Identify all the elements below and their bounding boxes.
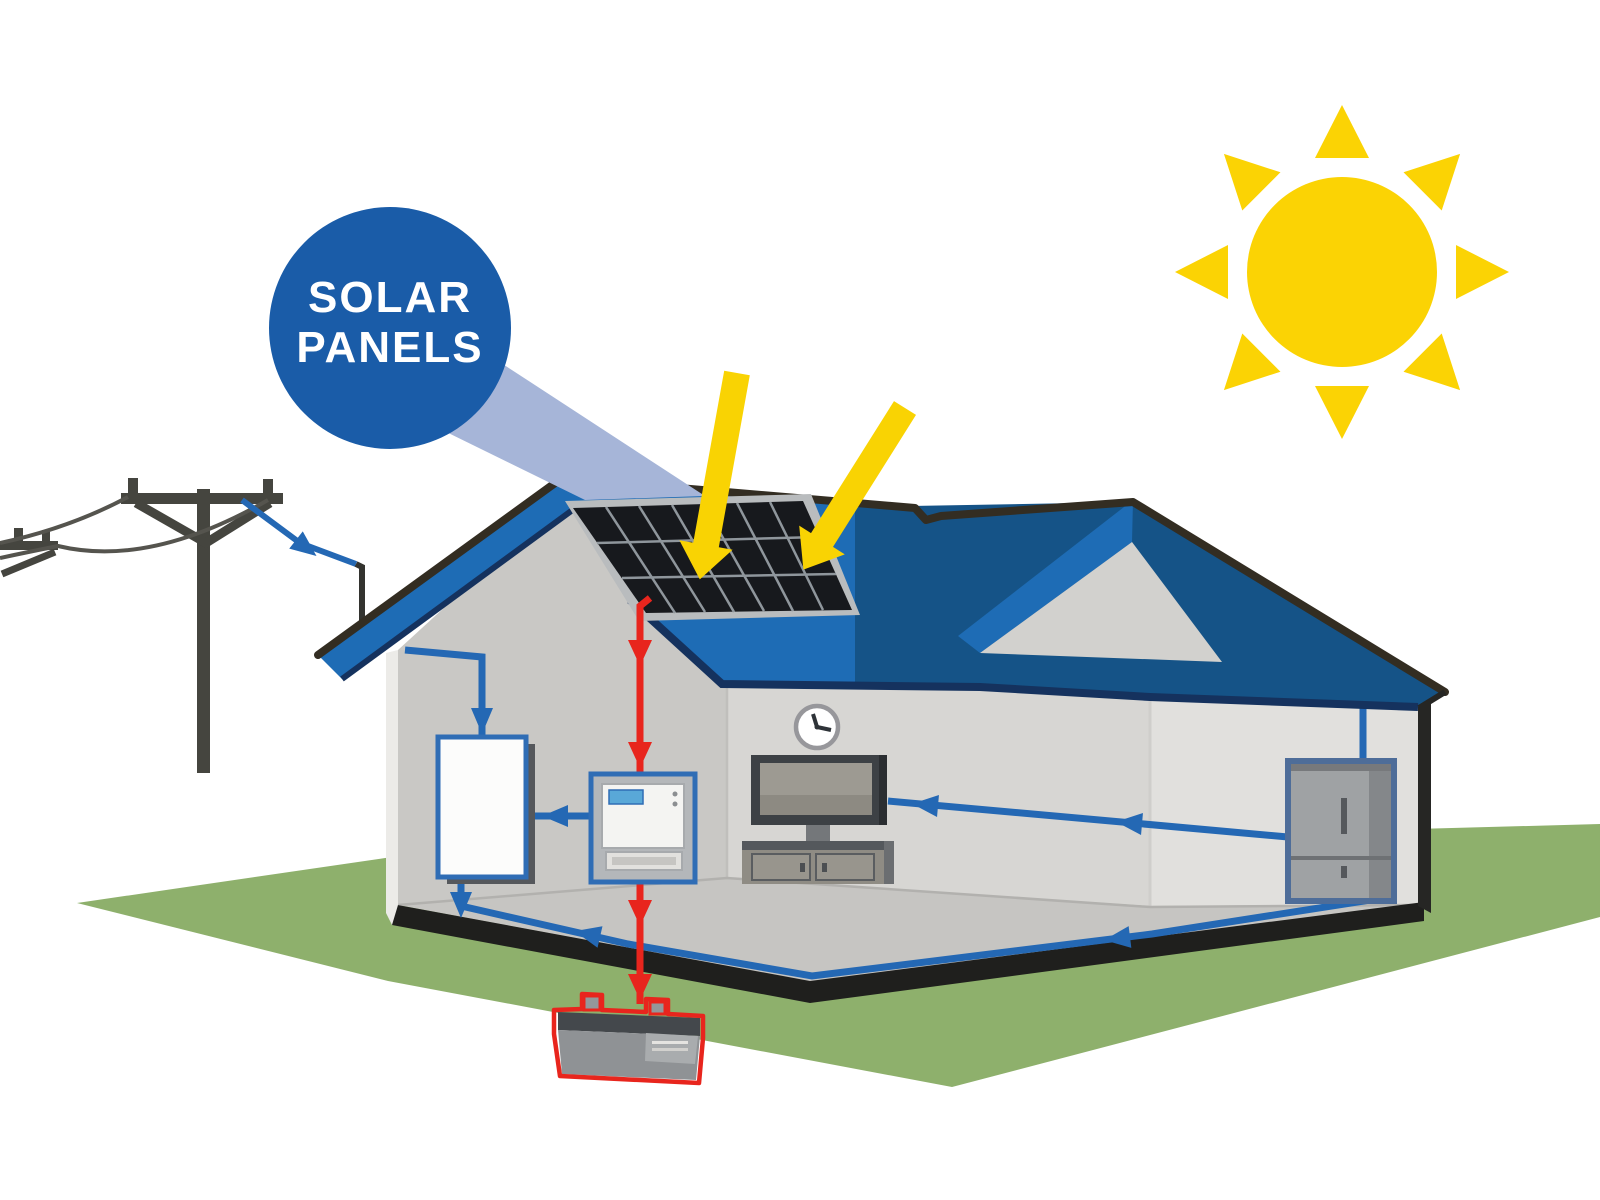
tv-cabinet-side xyxy=(884,841,894,884)
battery-top xyxy=(558,1012,700,1036)
fridge-divider xyxy=(1291,856,1391,860)
fridge xyxy=(1285,758,1397,904)
roof-eave-edge xyxy=(627,597,1419,711)
tv-cabinet-handle-left xyxy=(800,863,805,872)
battery-terminal-right xyxy=(648,1000,667,1016)
fridge-side xyxy=(1369,764,1391,898)
back-gable-barge xyxy=(958,500,1133,653)
power-pole xyxy=(0,478,283,773)
dc-arrow-2 xyxy=(628,742,652,768)
wall-arrow-2 xyxy=(1116,813,1143,835)
sun-ray-nw xyxy=(1223,153,1281,211)
inverter-led-1 xyxy=(672,791,678,797)
inlet-arrow xyxy=(471,708,493,734)
floor xyxy=(398,878,1419,982)
inverter-vent-slot xyxy=(612,857,676,865)
sun-core xyxy=(1247,177,1437,367)
pole2-crossbar xyxy=(0,541,58,550)
tv-screen-shade xyxy=(760,795,872,815)
pole-peg-right xyxy=(263,479,273,494)
fridge-door-handle xyxy=(1341,798,1347,834)
clock-center-dot xyxy=(814,724,820,730)
roof-left-band-edge xyxy=(340,503,580,682)
dc-arrow-3 xyxy=(628,900,652,926)
fridge-drawer-handle xyxy=(1341,866,1347,878)
dc-arrow-4 xyxy=(628,974,652,1000)
inverter-led-2 xyxy=(672,801,678,807)
tv-frame-side xyxy=(879,755,887,825)
service-wire-arrow xyxy=(289,531,317,557)
sun-ray-n xyxy=(1315,105,1369,158)
ac-wire-wall xyxy=(887,795,1289,841)
ac-wire-inlet xyxy=(404,646,493,740)
sun-ray-arrow-2 xyxy=(799,401,916,570)
pole-mast xyxy=(197,489,210,773)
power-lines xyxy=(0,495,269,560)
roof-right-eave-return xyxy=(1417,689,1447,711)
sun-ray-ne xyxy=(1403,153,1461,211)
sun-ray-s xyxy=(1315,386,1369,439)
tv-cabinet-top xyxy=(742,841,894,850)
sun-ray-w xyxy=(1175,245,1228,299)
pole2-brace xyxy=(0,548,57,578)
ac-wire-floor xyxy=(450,879,1397,980)
left-wall-edge xyxy=(386,650,398,925)
back-gable-wall xyxy=(980,542,1222,662)
power-line-upper xyxy=(0,495,129,545)
sun-ray-arrow-1 xyxy=(679,370,750,580)
wall-clock xyxy=(793,703,841,751)
pole-crossbar xyxy=(121,493,283,504)
solar-panels-callout: SOLAR PANELS xyxy=(269,207,511,449)
battery-label-line-1 xyxy=(652,1041,688,1044)
inverter-screen xyxy=(608,789,644,805)
wall-arrow-1 xyxy=(912,795,939,817)
switchboard xyxy=(435,734,535,884)
pole2-peg2 xyxy=(42,530,50,542)
house-cutaway xyxy=(386,497,1431,1003)
sunlight-arrows xyxy=(679,370,916,580)
floor-fascia xyxy=(392,902,1424,1003)
pole-v-brace xyxy=(133,499,273,549)
fridge-top-shade xyxy=(1291,764,1391,771)
baseboard-line xyxy=(397,876,1420,909)
inverter xyxy=(588,771,698,885)
sun-ray-e xyxy=(1456,245,1509,299)
tv-cabinet-handle-right xyxy=(822,863,827,872)
floor-arrow-1 xyxy=(574,926,603,948)
pole2-peg xyxy=(14,528,23,542)
callout-bubble xyxy=(269,207,511,449)
floor-arrow-2 xyxy=(1104,926,1132,948)
roof-left-band xyxy=(318,478,578,679)
sun-icon xyxy=(1175,105,1509,439)
switchboard-panel xyxy=(435,734,529,880)
pole-peg-left xyxy=(128,478,138,494)
power-line-lower xyxy=(0,498,269,560)
ac-wire-inverter-link xyxy=(525,805,595,827)
battery xyxy=(551,991,706,1086)
battery-red-outline xyxy=(551,991,706,1086)
sunbeam-spotlight xyxy=(430,357,705,500)
sun-ray-sw xyxy=(1223,333,1281,391)
link-arrow xyxy=(542,805,568,827)
callout-line1: SOLAR xyxy=(308,273,472,322)
battery-terminal-left xyxy=(582,994,602,1012)
tv xyxy=(742,755,894,884)
tv-stand-neck xyxy=(806,825,830,841)
battery-label-line-2 xyxy=(652,1048,688,1051)
grid-service-wire xyxy=(240,497,365,648)
dc-arrow-1 xyxy=(628,640,652,666)
outlet-arrow xyxy=(450,892,472,918)
callout-line2: PANELS xyxy=(296,323,483,372)
right-corner-post xyxy=(1418,702,1431,913)
sun-ray-se xyxy=(1403,333,1461,391)
ac-wires xyxy=(404,646,1397,980)
